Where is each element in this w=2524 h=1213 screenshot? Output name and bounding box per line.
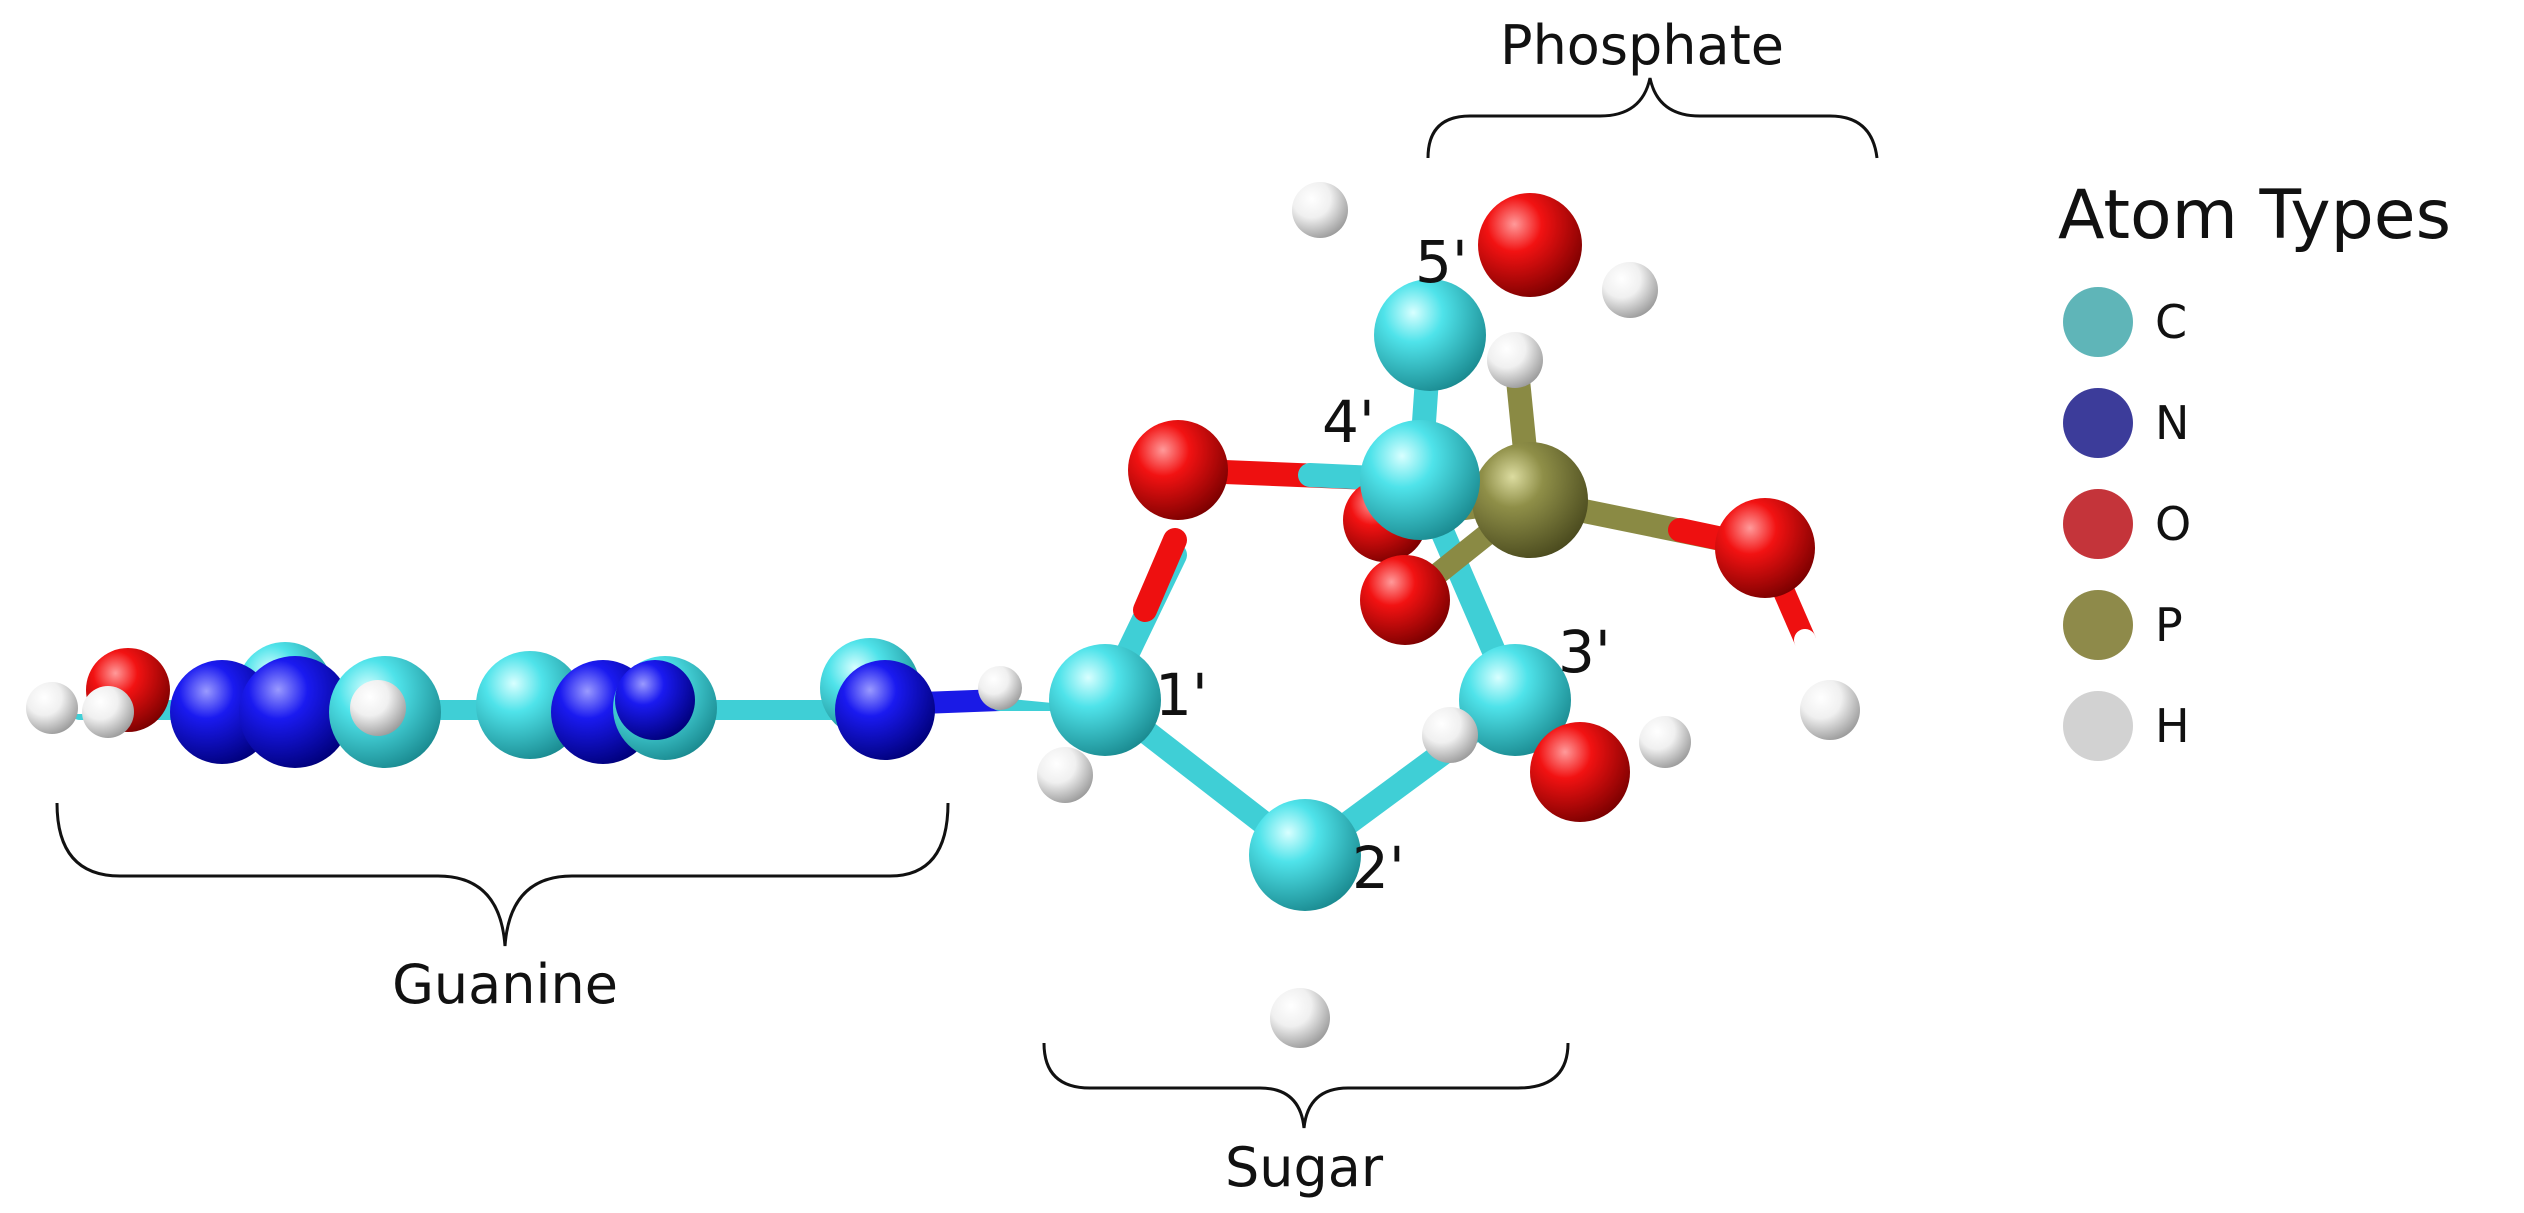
legend-label-o: O xyxy=(2155,497,2191,551)
legend-swatch-o xyxy=(2063,489,2133,559)
legend-item-n: N xyxy=(2063,388,2189,458)
carbon-label-3: 3' xyxy=(1558,618,1611,686)
sugar-label: Sugar xyxy=(1225,1136,1384,1199)
oxygen-atom xyxy=(1360,555,1450,645)
nitrogen-atom xyxy=(615,660,695,740)
carbon-atom xyxy=(1249,799,1361,911)
oxygen-atom xyxy=(1128,420,1228,520)
hydrogen-atom xyxy=(978,666,1022,710)
atoms xyxy=(26,182,1860,1048)
sugar-group: Sugar xyxy=(1042,1042,1570,1199)
sugar-brace xyxy=(1042,1042,1570,1129)
legend-label-p: P xyxy=(2155,598,2183,652)
oxygen-atom xyxy=(1478,193,1582,297)
legend-item-h: H xyxy=(2063,691,2190,761)
legend-swatch-n xyxy=(2063,388,2133,458)
carbon-atom xyxy=(1459,644,1571,756)
carbon-label-2: 2' xyxy=(1352,834,1405,902)
guanine-label: Guanine xyxy=(392,953,618,1016)
hydrogen-atom xyxy=(1037,747,1093,803)
oxygen-atom xyxy=(1530,722,1630,822)
legend-title: Atom Types xyxy=(2058,176,2451,255)
hydrogen-atom xyxy=(1292,182,1348,238)
carbon-label-4: 4' xyxy=(1322,388,1375,456)
oxygen-atom xyxy=(1715,498,1815,598)
legend-swatch-h xyxy=(2063,691,2133,761)
legend-label-h: H xyxy=(2155,699,2190,753)
bond xyxy=(1133,528,1187,622)
legend-item-c: C xyxy=(2063,287,2187,357)
phosphate-group: Phosphate xyxy=(1426,14,1879,159)
carbon-labels: 1' 2' 3' 4' 5' xyxy=(1155,228,1611,902)
carbon-label-1: 1' xyxy=(1155,661,1208,729)
carbon-atom xyxy=(1049,644,1161,756)
legend-item-o: O xyxy=(2063,489,2191,559)
legend-swatch-p xyxy=(2063,590,2133,660)
hydrogen-atom xyxy=(1639,716,1691,768)
hydrogen-atom xyxy=(350,680,406,736)
legend-item-p: P xyxy=(2063,590,2183,660)
phosphorus-atom xyxy=(1472,442,1588,558)
carbon-atom xyxy=(1374,279,1486,391)
phosphate-brace xyxy=(1426,77,1879,159)
legend-label-n: N xyxy=(2155,396,2189,450)
hydrogen-atom xyxy=(1270,988,1330,1048)
carbon-label-5: 5' xyxy=(1415,228,1468,296)
legend-label-c: C xyxy=(2155,295,2187,349)
bonds xyxy=(36,201,1841,1025)
hydrogen-atom xyxy=(1422,707,1478,763)
carbon-atom xyxy=(1360,420,1480,540)
hydrogen-atom xyxy=(26,682,78,734)
hydrogen-atom xyxy=(1487,332,1543,388)
guanine-group: Guanine xyxy=(55,802,950,1016)
legend: Atom Types C N O P H xyxy=(2058,176,2451,761)
hydrogen-atom xyxy=(1602,262,1658,318)
guanine-brace xyxy=(55,802,950,947)
phosphate-label: Phosphate xyxy=(1500,14,1784,77)
hydrogen-atom xyxy=(82,686,134,738)
legend-swatch-c xyxy=(2063,287,2133,357)
nitrogen-atom xyxy=(239,656,351,768)
nitrogen-atom xyxy=(835,660,935,760)
hydrogen-atom xyxy=(1800,680,1860,740)
